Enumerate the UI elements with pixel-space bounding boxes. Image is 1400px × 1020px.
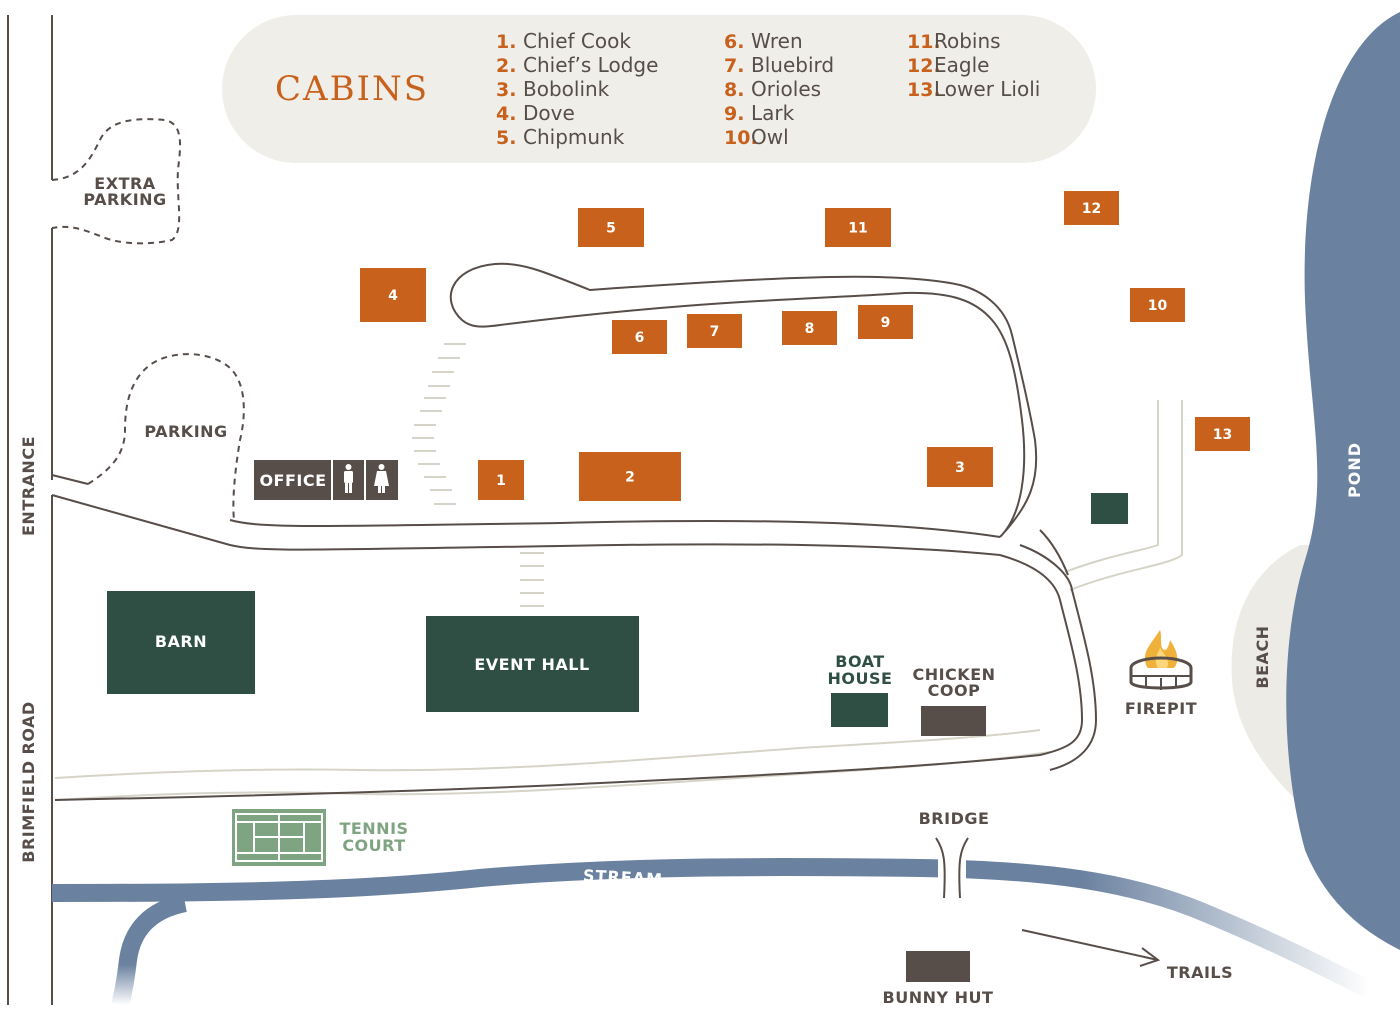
stream [51, 858, 1375, 999]
legend-number: 8. [724, 79, 744, 101]
event-hall-label: EVENT HALL [474, 655, 589, 674]
office[interactable]: OFFICE [254, 460, 398, 500]
cabin-number: 11 [848, 221, 867, 237]
cabin-number: 9 [881, 315, 891, 331]
bridge [935, 837, 969, 899]
event-hall-building[interactable] [426, 616, 639, 712]
legend-number: 3. [496, 79, 516, 101]
legend-list: 1. Chief Cook 2. Chief’s Lodge 3. Bobolink 4. D… [496, 29, 1040, 149]
legend-panel [222, 15, 1096, 163]
legend-cabin-name: Owl [751, 125, 789, 149]
parking-label: PARKING [144, 422, 227, 441]
legend-number: 2. [496, 55, 516, 77]
cabin-number: 13 [1213, 427, 1232, 443]
cabin-12[interactable] [1064, 191, 1119, 225]
road-label: BRIMFIELD ROAD [19, 701, 38, 862]
tennis-court[interactable] [232, 809, 326, 866]
cabin-number: 5 [606, 221, 616, 237]
small-green-building[interactable] [1091, 493, 1128, 524]
extra-parking-outline [51, 118, 181, 245]
trails-arrow-icon [1021, 929, 1161, 967]
chicken-coop-label-2: COOP [928, 681, 981, 700]
legend-cabin-name: Chipmunk [523, 125, 625, 149]
legend-cabin-name: Lark [751, 101, 795, 125]
cabin-number: 6 [635, 330, 645, 346]
cabin-10[interactable] [1130, 288, 1185, 322]
womens-restroom-icon [374, 464, 389, 493]
cabin-6[interactable] [612, 320, 667, 354]
tennis-label-2: COURT [342, 836, 405, 855]
legend-cabin-name: Chief Cook [523, 29, 631, 53]
legend-number: 13. [907, 79, 941, 101]
legend-number: 10. [724, 127, 758, 149]
legend-number: 6. [724, 31, 744, 53]
pond-label: POND [1345, 442, 1364, 498]
cabin-number: 4 [388, 288, 398, 304]
cabin-number: 12 [1082, 201, 1101, 217]
barn-building[interactable] [107, 591, 255, 694]
legend-number: 12. [907, 55, 941, 77]
cabin-2[interactable] [579, 452, 681, 501]
cabin-9[interactable] [858, 305, 913, 339]
cabin-7[interactable] [687, 314, 742, 348]
bunny-hut-building[interactable] [906, 951, 970, 982]
tennis-label-1: TENNIS [339, 819, 408, 838]
roads [7, 15, 1098, 1005]
ladder-path-event-hall [520, 552, 544, 607]
firepit-label: FIREPIT [1125, 699, 1197, 718]
trails-label: TRAILS [1167, 963, 1233, 982]
chicken-coop-label-1: CHICKEN [912, 665, 995, 684]
extra-parking-label-1: EXTRA [94, 174, 156, 193]
pond [1286, 12, 1400, 950]
firepit-icon[interactable] [1129, 630, 1193, 690]
cabin-number: 2 [625, 470, 635, 486]
cabin-13[interactable] [1195, 417, 1250, 451]
legend-cabin-name: Lower Lioli [934, 77, 1040, 101]
cabin-3[interactable] [927, 447, 993, 487]
bridge-label: BRIDGE [919, 809, 990, 828]
cabin-11[interactable] [825, 208, 891, 247]
cabin-8[interactable] [782, 311, 837, 345]
cabin-5[interactable] [578, 208, 644, 247]
cabin-number: 3 [955, 460, 965, 476]
legend-cabin-name: Dove [523, 101, 575, 125]
legend-number: 11. [907, 31, 941, 53]
entrance-label: ENTRANCE [19, 436, 38, 536]
legend-number: 5. [496, 127, 516, 149]
legend-number: 4. [496, 103, 516, 125]
cabin-number: 10 [1148, 298, 1168, 314]
beach-label: BEACH [1253, 625, 1272, 688]
legend-number: 9. [724, 103, 744, 125]
barn-label: BARN [155, 632, 207, 651]
bunny-hut-label: BUNNY HUT [883, 988, 994, 1007]
parking-outline [87, 353, 245, 521]
legend-title: CABINS [275, 69, 429, 109]
cabin-1[interactable] [478, 460, 524, 500]
boat-house-building[interactable] [831, 693, 888, 727]
legend-cabin-name: Orioles [751, 77, 821, 101]
mens-restroom-icon [344, 464, 353, 493]
boat-house-label-2: HOUSE [828, 669, 893, 688]
office-label: OFFICE [259, 471, 326, 490]
cabin-number: 1 [496, 473, 506, 489]
legend-cabin-name: Bobolink [523, 77, 610, 101]
legend-cabin-name: Robins [934, 29, 1001, 53]
cabin-number: 8 [805, 321, 815, 337]
stream-tributary [111, 894, 188, 1008]
cabin-4[interactable] [360, 268, 426, 322]
legend-cabin-name: Eagle [934, 53, 989, 77]
legend-number: 7. [724, 55, 744, 77]
legend-cabin-name: Wren [751, 29, 803, 53]
legend-cabin-name: Bluebird [751, 53, 834, 77]
legend-cabin-name: Chief’s Lodge [523, 53, 658, 77]
extra-parking-label-2: PARKING [83, 190, 166, 209]
stream-label: STREAM [583, 866, 664, 889]
ladder-path-office [412, 343, 466, 505]
legend-number: 1. [496, 31, 516, 53]
boat-house-label-1: BOAT [835, 652, 884, 671]
cabin-number: 7 [710, 324, 720, 340]
chicken-coop-building[interactable] [921, 706, 986, 736]
